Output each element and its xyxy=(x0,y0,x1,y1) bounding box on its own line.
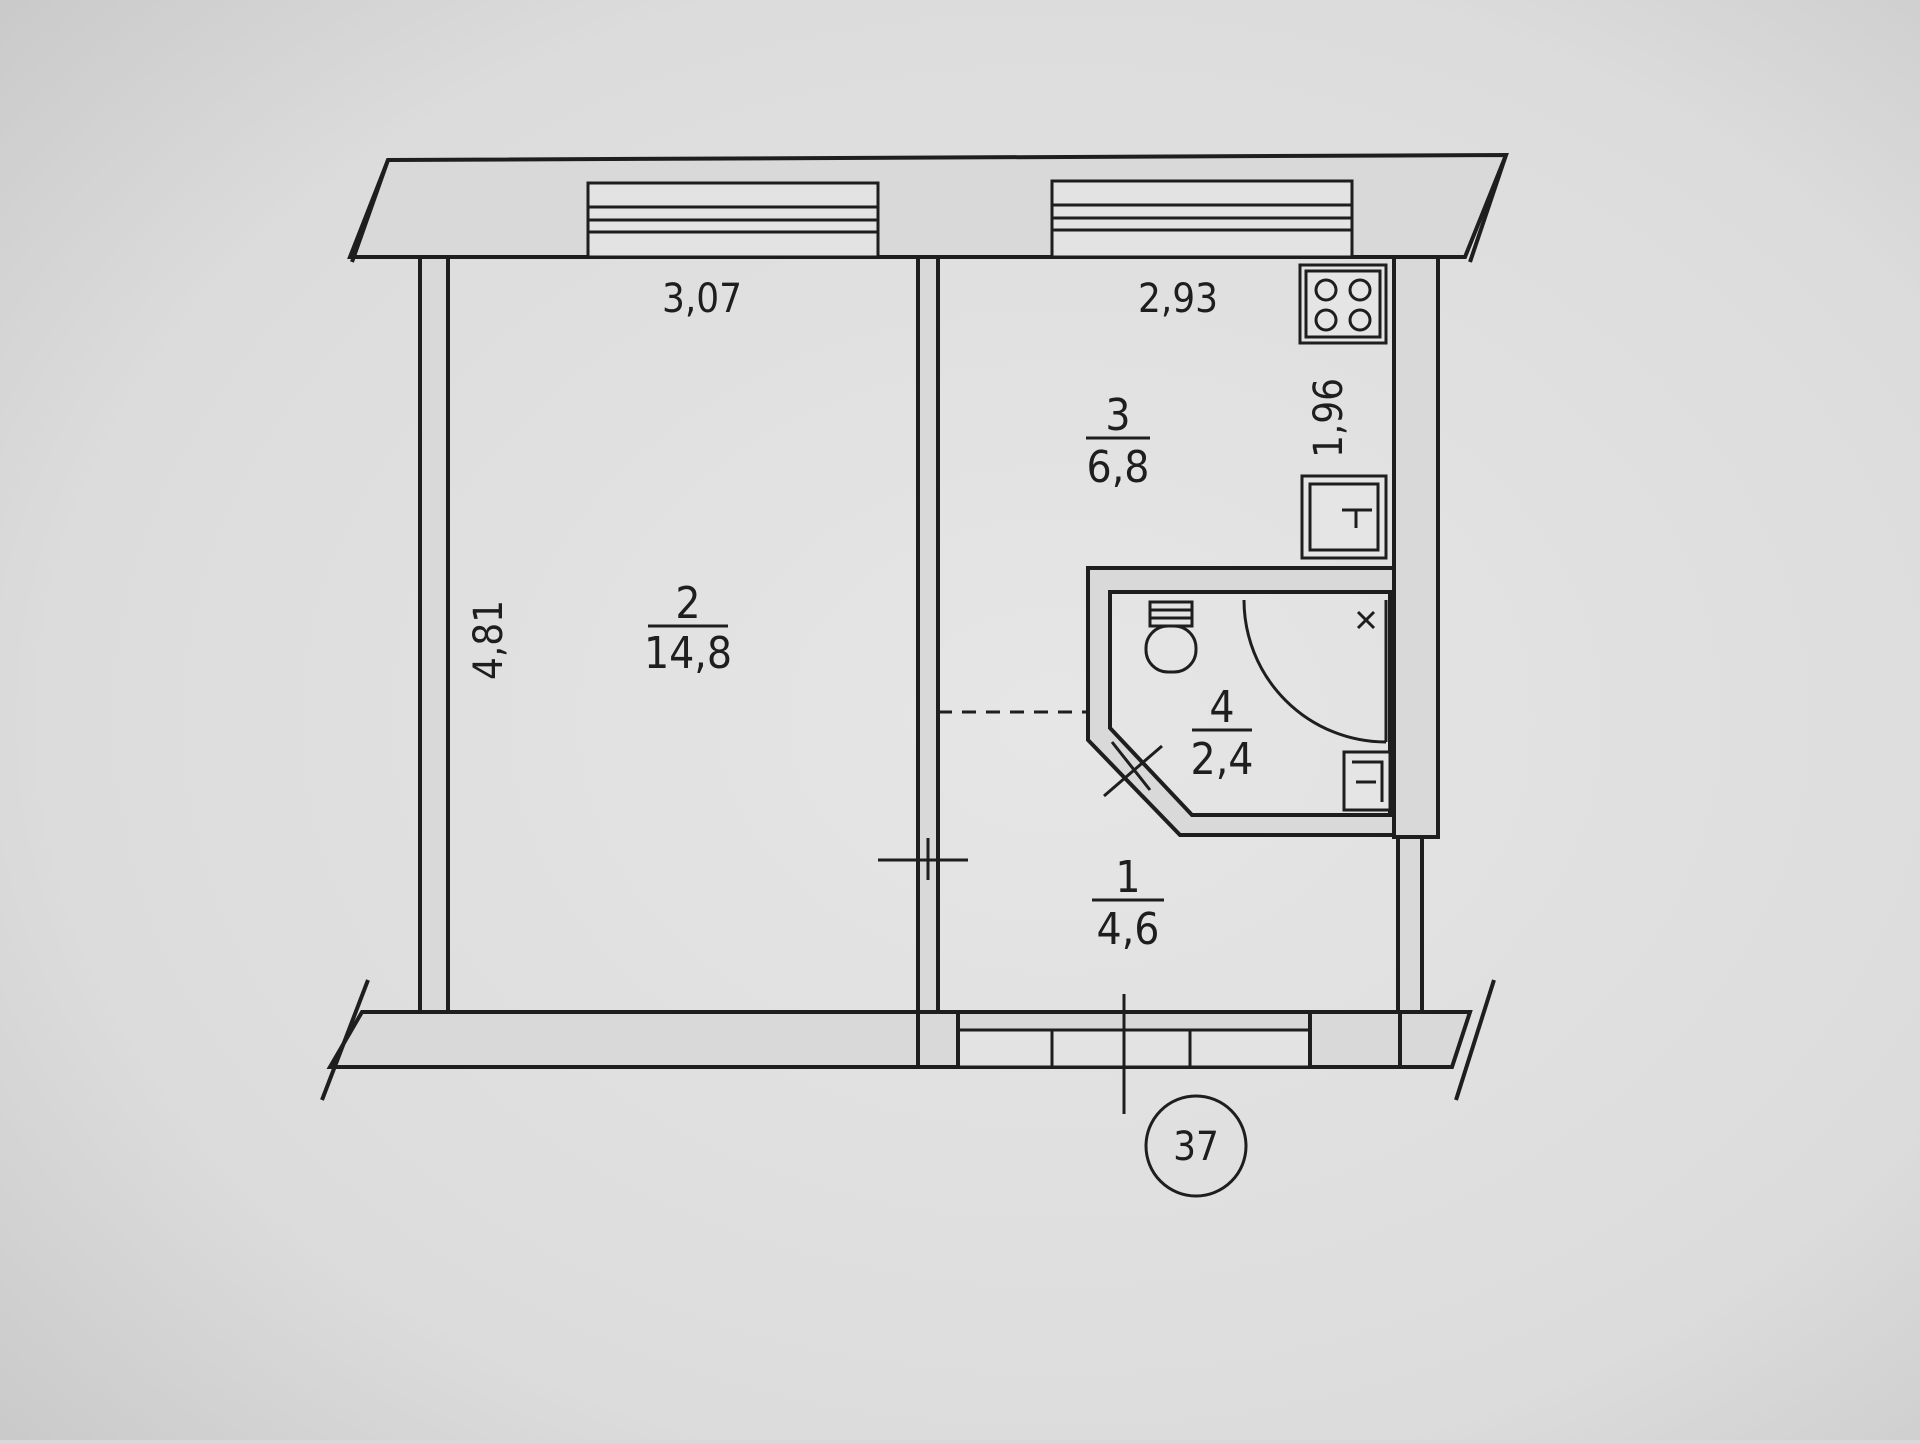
room-4: 4 2,4 xyxy=(1191,682,1254,785)
kitchen-depth-label: 1,96 xyxy=(1306,378,1352,458)
sink-icon xyxy=(1300,474,1388,560)
top-window-left xyxy=(586,181,880,259)
room-4-area: 2,4 xyxy=(1191,734,1254,785)
room-2-number: 2 xyxy=(675,578,700,629)
bathroom-door-mark-b xyxy=(1110,741,1152,791)
room-3-area: 6,8 xyxy=(1087,442,1150,493)
washbasin-icon xyxy=(1342,750,1392,812)
room-2: 2 14,8 xyxy=(644,578,732,679)
entrance-opening xyxy=(956,1028,1312,1069)
top-window-right xyxy=(1050,179,1354,259)
bottom-wall-break-left xyxy=(320,979,370,1101)
room2-width-label: 3,07 xyxy=(662,276,742,322)
room2-depth-label: 4,81 xyxy=(466,600,512,680)
shower-icon xyxy=(1242,599,1388,744)
room-1-number: 1 xyxy=(1115,852,1140,903)
right-wall-lower xyxy=(1396,835,1424,1014)
room-3-number: 3 xyxy=(1105,390,1130,441)
partition-wall xyxy=(916,255,940,1014)
room-1-area: 4,6 xyxy=(1097,904,1160,955)
top-wall-break-left xyxy=(350,159,390,263)
apartment-number-marker: 37 xyxy=(1144,1094,1248,1198)
apartment-number: 37 xyxy=(1173,1124,1219,1170)
toilet-icon xyxy=(1144,600,1198,674)
left-wall xyxy=(418,255,450,1014)
top-wall-break-right xyxy=(1468,154,1508,263)
room-1: 1 4,6 xyxy=(1092,852,1164,955)
bottom-wall-pier-right xyxy=(1308,1010,1402,1069)
room-3: 3 6,8 xyxy=(1086,390,1150,493)
bottom-wall-pier-left xyxy=(916,1010,960,1069)
room-4-number: 4 xyxy=(1209,682,1234,733)
room-2-area: 14,8 xyxy=(644,628,732,679)
bathroom-door-mark-a xyxy=(1103,744,1163,798)
bottom-wall-break-right xyxy=(1454,979,1496,1101)
stove-icon xyxy=(1298,263,1388,345)
room3-width-label: 2,93 xyxy=(1138,276,1218,322)
apartment-number-circle xyxy=(1144,1094,1248,1198)
right-wall-upper xyxy=(1392,255,1440,839)
